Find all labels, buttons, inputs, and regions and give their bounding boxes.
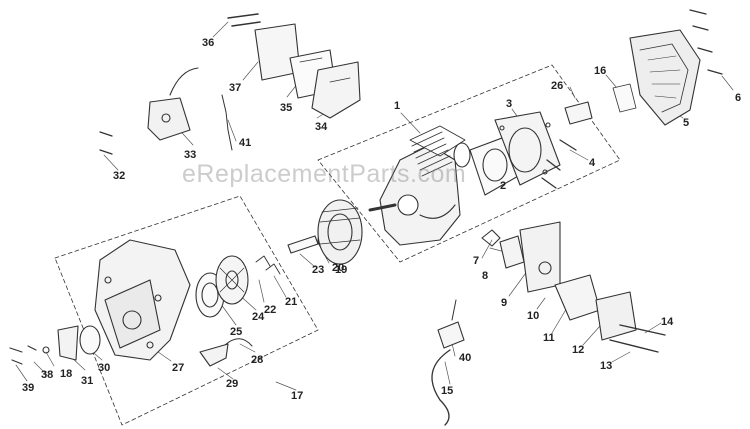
small-fasteners-drawing bbox=[9, 345, 50, 365]
part-number-35: 35 bbox=[280, 102, 293, 114]
part-number-5: 5 bbox=[683, 117, 690, 129]
shroud-drawing bbox=[629, 29, 701, 126]
part-number-16: 16 bbox=[594, 65, 607, 77]
part-number-11: 11 bbox=[543, 332, 555, 344]
screws-32-drawing bbox=[99, 131, 113, 155]
part-number-23: 23 bbox=[312, 264, 325, 276]
part-number-25: 25 bbox=[230, 326, 243, 338]
part-number-38: 38 bbox=[41, 369, 54, 381]
part-number-14: 14 bbox=[661, 316, 674, 328]
fuel-line-drawing bbox=[431, 299, 465, 426]
part-number-18: 18 bbox=[60, 368, 73, 380]
part-number-27: 27 bbox=[172, 362, 185, 374]
pulley-24-drawing bbox=[215, 255, 249, 305]
housing-group-boundary bbox=[54, 195, 319, 426]
part-number-3: 3 bbox=[506, 98, 513, 110]
part-number-24: 24 bbox=[252, 311, 265, 323]
part-number-6: 6 bbox=[735, 92, 742, 104]
part-number-15: 15 bbox=[441, 385, 454, 397]
part-number-41: 41 bbox=[239, 137, 252, 149]
cover-16-drawing bbox=[612, 83, 637, 113]
part-number-40: 40 bbox=[459, 352, 472, 364]
screws-6-drawing bbox=[689, 9, 723, 75]
part-number-29: 29 bbox=[226, 378, 239, 390]
ignition-coil-drawing bbox=[147, 67, 199, 141]
part-number-39: 39 bbox=[22, 382, 35, 394]
part-number-19: 19 bbox=[335, 264, 348, 276]
part-number-20: 20 bbox=[332, 262, 345, 274]
part-number-22: 22 bbox=[264, 304, 277, 316]
part-number-26: 26 bbox=[551, 80, 564, 92]
plate-26-drawing bbox=[564, 101, 593, 125]
part-number-30: 30 bbox=[98, 362, 111, 374]
part-number-12: 12 bbox=[572, 344, 585, 356]
crankcase-cover-drawing bbox=[494, 111, 561, 186]
engine-group-boundary bbox=[317, 64, 621, 263]
rear-housing-drawing bbox=[94, 239, 191, 361]
part-number-2: 2 bbox=[500, 180, 507, 192]
part-number-7: 7 bbox=[473, 255, 480, 267]
pawl-parts-drawing bbox=[57, 325, 101, 361]
part-number-21: 21 bbox=[285, 296, 298, 308]
part-number-33: 33 bbox=[184, 149, 197, 161]
part-number-37: 37 bbox=[229, 82, 242, 94]
flywheel-drawing bbox=[317, 199, 363, 265]
part-number-1: 1 bbox=[394, 100, 401, 112]
carburetor-group-drawing bbox=[481, 221, 666, 353]
part-number-10: 10 bbox=[527, 310, 540, 322]
wire-41-drawing bbox=[221, 94, 233, 151]
handle-29-drawing bbox=[199, 343, 229, 367]
part-number-9: 9 bbox=[501, 297, 508, 309]
part-number-17: 17 bbox=[291, 390, 304, 402]
part-number-28: 28 bbox=[251, 354, 264, 366]
shaft-23-drawing bbox=[287, 235, 319, 254]
part-number-36: 36 bbox=[202, 37, 215, 49]
engine-block-drawing bbox=[368, 125, 471, 246]
rope-28-drawing bbox=[224, 338, 253, 347]
spring-parts-drawing bbox=[255, 255, 281, 275]
part-number-34: 34 bbox=[315, 121, 328, 133]
screws-4-drawing bbox=[541, 139, 577, 189]
part-number-31: 31 bbox=[81, 375, 94, 387]
part-number-32: 32 bbox=[113, 170, 126, 182]
part-number-4: 4 bbox=[589, 157, 596, 169]
watermark: eReplacementParts.com bbox=[182, 160, 467, 188]
air-filter-assembly-drawing bbox=[227, 13, 361, 119]
part-number-8: 8 bbox=[482, 270, 489, 282]
part-number-13: 13 bbox=[600, 360, 613, 372]
